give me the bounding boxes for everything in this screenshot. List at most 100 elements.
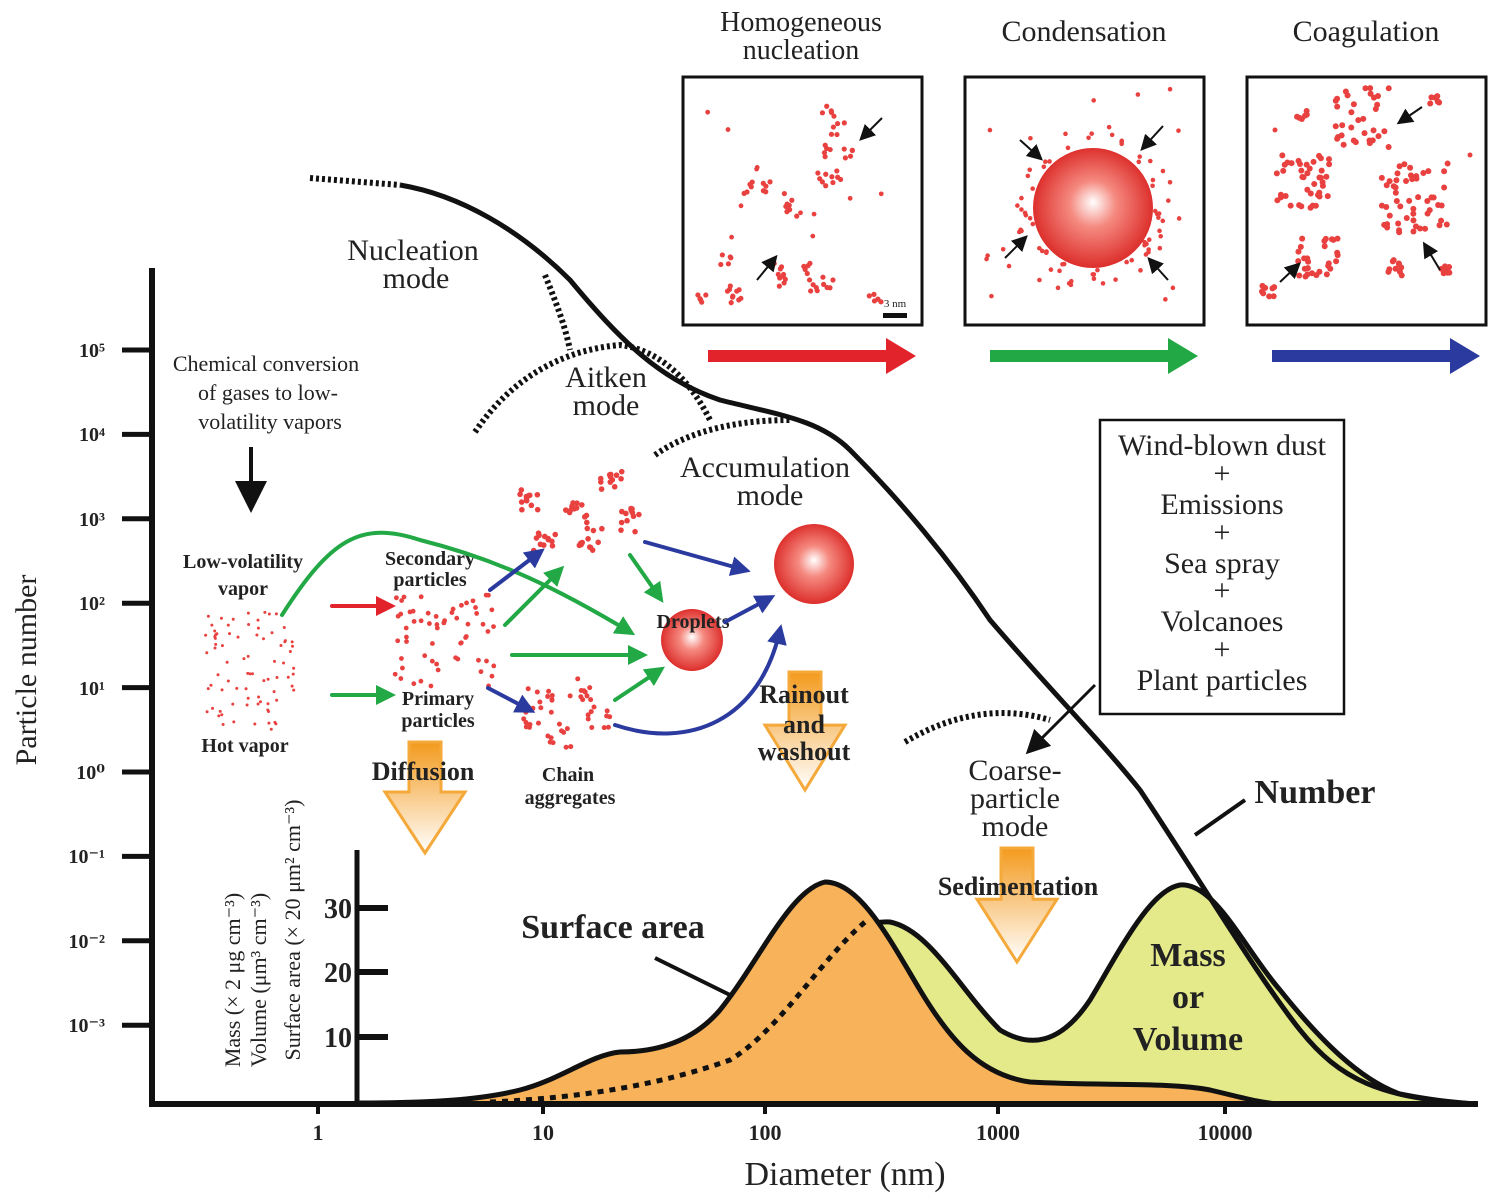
- particle-dot: [1323, 173, 1330, 180]
- x-tick-label: 100: [749, 1120, 782, 1145]
- particle-dot: [1095, 267, 1100, 273]
- particle-dot: [410, 608, 416, 614]
- particle-dot: [217, 714, 221, 718]
- particle-dot: [1316, 268, 1323, 275]
- particle-dot: [1467, 152, 1473, 158]
- particle-dot: [1410, 217, 1417, 224]
- particle-dot: [606, 471, 613, 478]
- particle-dot: [727, 283, 733, 289]
- particle-dot: [871, 291, 877, 297]
- particle-dot: [727, 254, 733, 260]
- chain-aggregates-label: aggregates: [525, 787, 616, 809]
- particle-dot: [1403, 177, 1410, 184]
- particle-dot: [1296, 272, 1303, 279]
- particle-dot: [1334, 95, 1341, 102]
- particle-dot: [1119, 139, 1124, 145]
- particle-dot: [474, 611, 480, 616]
- particle-dot: [1378, 202, 1385, 209]
- particle-dot: [282, 661, 286, 665]
- particle-dot: [1355, 117, 1362, 124]
- particle-dot: [821, 150, 828, 156]
- particle-dot: [705, 109, 711, 115]
- inner-ylabel-surface: Surface area (× 20 μm² cm⁻³): [280, 800, 305, 1061]
- particle-dot: [205, 710, 209, 714]
- blue-arrow: [643, 540, 751, 576]
- particle-dot: [1100, 281, 1106, 286]
- particle-dot: [819, 110, 826, 116]
- particle-dot: [1348, 109, 1355, 116]
- particle-dot: [1446, 269, 1453, 276]
- particle-dot: [1410, 210, 1417, 217]
- particle-dot: [247, 622, 251, 626]
- arrow-icon: [1396, 106, 1423, 125]
- scale-bar: [883, 313, 907, 318]
- particle-dot: [587, 685, 593, 691]
- particle-dot: [454, 615, 460, 621]
- particle-dot: [220, 713, 224, 717]
- particle-dot: [1334, 252, 1341, 259]
- particle-dot: [573, 505, 580, 511]
- particle-dot: [584, 525, 591, 532]
- particle-dot: [1367, 90, 1374, 97]
- nucleation-mode-outline: [542, 273, 573, 351]
- particle-dot: [218, 709, 222, 713]
- particle-dot: [834, 168, 840, 174]
- particle-dot: [206, 687, 210, 691]
- particle-dot: [1386, 212, 1393, 219]
- particle-dot: [1176, 216, 1182, 221]
- chemical-conversion-label: of gases to low-: [198, 380, 338, 405]
- number-curve-dotted-start: [309, 175, 401, 188]
- particle-dot: [1027, 167, 1033, 173]
- particle-dot: [1306, 165, 1313, 172]
- y-tick-label: 10²: [79, 593, 105, 615]
- particle-dot: [1091, 276, 1097, 281]
- settling-arrows: [382, 670, 1060, 965]
- particle-dot: [1158, 233, 1163, 239]
- particle-dot: [811, 211, 817, 217]
- particle-dot: [724, 288, 731, 294]
- particle-dot: [250, 672, 254, 676]
- low-volatility-vapor-label: Low-volatility: [183, 551, 303, 573]
- particle-dot: [1309, 270, 1316, 277]
- particle-dot: [828, 131, 835, 137]
- particle-dot: [1041, 164, 1047, 170]
- plus-sign: +: [1214, 457, 1231, 490]
- inner-tick-label: 20: [324, 958, 352, 989]
- particle-dot: [736, 287, 742, 293]
- diffusion-label: Diffusion: [372, 757, 475, 786]
- particle-dot: [1170, 285, 1176, 291]
- y-tick-label: 10⁰: [76, 762, 105, 784]
- particle-dot: [598, 486, 605, 492]
- particle-dot: [1271, 284, 1278, 291]
- coarse-mode-outline: [903, 710, 1051, 745]
- particle-dot: [1396, 229, 1403, 236]
- particle-dot: [1319, 179, 1326, 186]
- particle-dot: [1334, 103, 1341, 110]
- process-arrow: [1272, 338, 1480, 374]
- particle-dot: [534, 506, 541, 513]
- sources-pointer-arrow: [1025, 683, 1097, 755]
- particle-dot: [1150, 183, 1155, 189]
- y-tick-label: 10⁻²: [68, 931, 105, 953]
- accumulation-mode-label: mode: [737, 479, 804, 512]
- particle-dot: [1282, 192, 1289, 199]
- particle-dot: [1295, 248, 1302, 255]
- particle-dot: [523, 719, 529, 725]
- particle-dot: [1307, 190, 1314, 197]
- particle-dot: [258, 700, 262, 704]
- particle-dot: [1047, 159, 1052, 164]
- surface-area-label: Surface area: [521, 909, 704, 946]
- particle-dot: [613, 472, 620, 479]
- particle-dot: [1367, 85, 1374, 92]
- aitken-mode-outline: [472, 341, 713, 434]
- particle-dot: [1317, 174, 1324, 181]
- particle-dot: [760, 188, 766, 194]
- particle-dot: [463, 634, 469, 639]
- rainout-washout-label: washout: [758, 737, 851, 766]
- source-sea-spray: Sea spray: [1164, 547, 1280, 580]
- particle-dot: [545, 733, 551, 739]
- particle-dot: [1385, 85, 1392, 92]
- particle-dot: [810, 282, 816, 288]
- particle-dot: [1044, 250, 1049, 256]
- particle-dot: [242, 657, 246, 661]
